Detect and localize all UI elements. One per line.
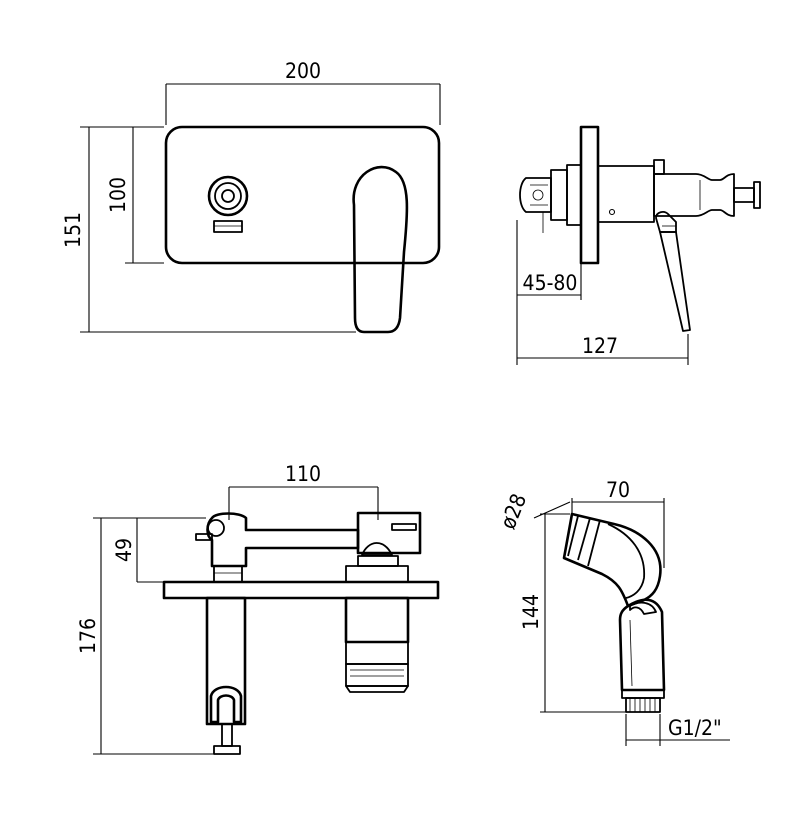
dim-49-label: 49 xyxy=(112,538,136,562)
dim-110-label: 110 xyxy=(285,462,321,486)
shower-view: 70 ø28 144 G1/2" xyxy=(496,478,730,746)
dim-45-80-label: 45-80 xyxy=(523,271,578,295)
dim-151-label: 151 xyxy=(61,212,85,248)
dim-thread-label: G1/2" xyxy=(668,716,722,740)
dim-200-label: 200 xyxy=(285,59,321,83)
dim-100-label: 100 xyxy=(106,177,130,213)
dim-144-label: 144 xyxy=(519,594,543,630)
front-view: 200 151 100 xyxy=(61,59,441,334)
dim-70-label: 70 xyxy=(606,478,630,502)
dim-176-label: 176 xyxy=(76,618,100,654)
top-view: 110 49 176 xyxy=(76,462,440,755)
dim-127-label: 127 xyxy=(582,334,618,358)
side-view: 45-80 127 xyxy=(516,125,761,365)
dim-diameter-28-label: ø28 xyxy=(496,490,532,532)
